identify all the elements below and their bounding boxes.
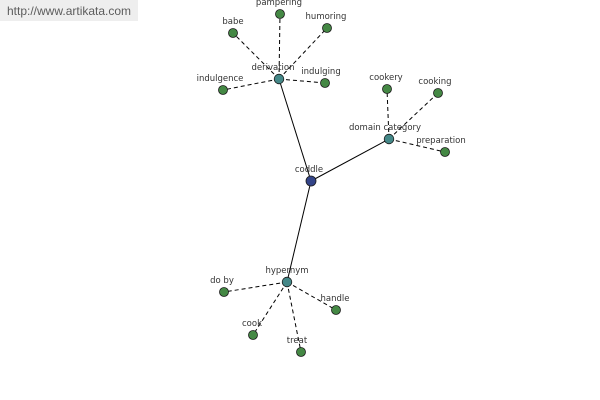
edge-coddle-hypernym bbox=[286, 180, 312, 283]
label-cooking[interactable]: cooking bbox=[418, 77, 451, 87]
label-babe[interactable]: babe bbox=[222, 17, 243, 27]
edge-domain-category-cookery bbox=[386, 88, 390, 140]
edge-coddle-domain-category bbox=[310, 138, 390, 182]
label-indulgence[interactable]: indulgence bbox=[197, 74, 244, 84]
label-pampering[interactable]: pampering bbox=[256, 0, 302, 8]
label-handle[interactable]: handle bbox=[321, 294, 350, 304]
graph-labels: babe pampering humoring indulgence indulging… bbox=[197, 0, 466, 346]
label-derivation[interactable]: derivation bbox=[251, 63, 294, 73]
edge-derivation-indulgence bbox=[222, 78, 280, 91]
node-handle[interactable] bbox=[331, 305, 341, 315]
site-url-banner[interactable]: http://www.artikata.com bbox=[0, 0, 138, 21]
edge-hypernym-treat bbox=[286, 281, 302, 353]
node-humoring[interactable] bbox=[322, 23, 332, 33]
edge-derivation-pampering bbox=[278, 13, 281, 80]
node-cook[interactable] bbox=[248, 330, 258, 340]
graph-nodes bbox=[218, 9, 450, 357]
node-treat[interactable] bbox=[296, 347, 306, 357]
edge-hypernym-handle bbox=[286, 281, 337, 311]
node-cookery[interactable] bbox=[382, 84, 392, 94]
node-indulging[interactable] bbox=[320, 78, 330, 88]
label-preparation[interactable]: preparation bbox=[416, 136, 466, 146]
label-humoring[interactable]: humoring bbox=[306, 12, 347, 22]
label-coddle[interactable]: coddle bbox=[295, 165, 323, 175]
node-coddle[interactable] bbox=[305, 175, 317, 187]
label-domain-category[interactable]: domain category bbox=[349, 123, 421, 133]
label-cookery[interactable]: cookery bbox=[369, 73, 402, 83]
label-hypernym[interactable]: hypernym bbox=[265, 266, 308, 276]
label-indulging[interactable]: indulging bbox=[301, 67, 340, 77]
edge-domain-category-cooking bbox=[388, 92, 439, 140]
node-cooking[interactable] bbox=[433, 88, 443, 98]
node-indulgence[interactable] bbox=[218, 85, 228, 95]
edge-hypernym-cook bbox=[252, 281, 288, 336]
node-domain-category[interactable] bbox=[383, 133, 395, 145]
edge-derivation-indulging bbox=[278, 78, 326, 84]
label-cook[interactable]: cook bbox=[242, 319, 262, 329]
edge-derivation-babe bbox=[232, 32, 280, 80]
node-preparation[interactable] bbox=[440, 147, 450, 157]
node-derivation[interactable] bbox=[273, 73, 285, 85]
node-babe[interactable] bbox=[228, 28, 238, 38]
label-do-by[interactable]: do by bbox=[210, 276, 234, 286]
node-do-by[interactable] bbox=[219, 287, 229, 297]
edge-domain-category-preparation bbox=[388, 138, 446, 153]
node-hypernym[interactable] bbox=[281, 276, 293, 288]
edge-hypernym-do-by bbox=[223, 281, 288, 293]
label-treat[interactable]: treat bbox=[287, 336, 308, 346]
node-pampering[interactable] bbox=[275, 9, 285, 19]
edge-coddle-derivation bbox=[278, 78, 312, 182]
edge-derivation-humoring bbox=[278, 27, 328, 80]
graph-edges bbox=[222, 13, 446, 353]
